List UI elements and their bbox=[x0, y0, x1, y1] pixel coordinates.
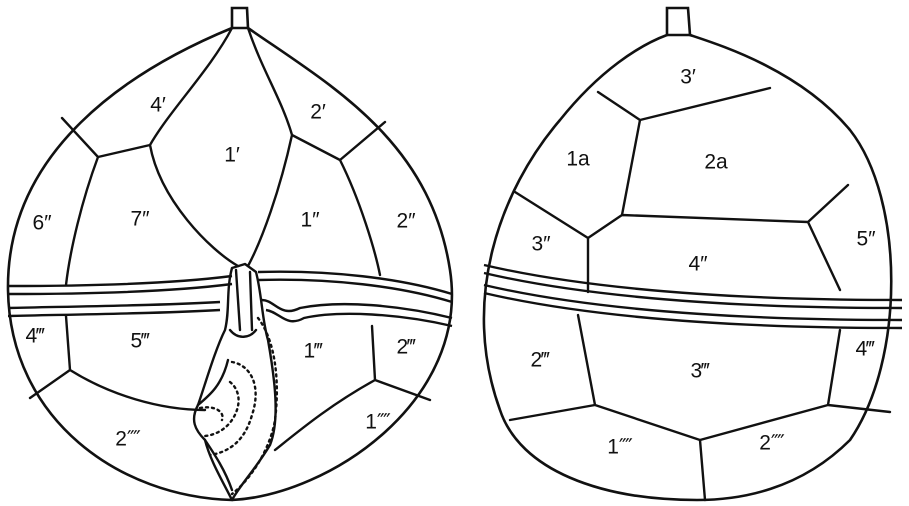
dorsal-label-1a: 1a bbox=[566, 148, 590, 171]
dorsal-label-2pppp: 2⁗ bbox=[759, 432, 785, 455]
ventral-label-2prime: 2′ bbox=[310, 101, 326, 124]
ventral-view: 4′ 2′ 1′ 6″ 7″ 1″ 2″ 4‴ 5‴ 1‴ 2‴ 2⁗ 1⁗ bbox=[8, 8, 452, 500]
dorsal-label-3pp: 3″ bbox=[531, 233, 551, 256]
dorsal-label-1pppp: 1⁗ bbox=[607, 436, 633, 459]
dorsal-label-3prime: 3′ bbox=[680, 66, 696, 89]
dorsal-label-3ppp: 3‴ bbox=[690, 360, 710, 383]
dorsal-label-4pp: 4″ bbox=[688, 253, 708, 276]
ventral-label-1ppp: 1‴ bbox=[303, 340, 323, 363]
dorsal-label-2a: 2a bbox=[704, 151, 728, 174]
ventral-label-5ppp: 5‴ bbox=[130, 330, 150, 353]
ventral-label-1prime: 1′ bbox=[224, 144, 240, 167]
dorsal-label-4ppp: 4‴ bbox=[855, 338, 875, 361]
ventral-label-1pppp: 1⁗ bbox=[365, 411, 391, 434]
ventral-label-7pp: 7″ bbox=[130, 208, 150, 231]
ventral-label-2ppp: 2‴ bbox=[396, 336, 416, 359]
ventral-label-1pp: 1″ bbox=[300, 209, 320, 232]
ventral-label-4prime: 4′ bbox=[150, 94, 166, 117]
ventral-label-2pp: 2″ bbox=[396, 210, 416, 233]
ventral-label-4ppp: 4‴ bbox=[25, 325, 45, 348]
ventral-label-6pp: 6″ bbox=[32, 212, 52, 235]
dorsal-label-2ppp: 2‴ bbox=[530, 349, 550, 372]
dorsal-view: 3′ 1a 2a 3″ 4″ 5″ 2‴ 3‴ 4‴ 1⁗ 2⁗ bbox=[484, 8, 902, 500]
dorsal-label-5pp: 5″ bbox=[856, 228, 876, 251]
ventral-label-2pppp: 2⁗ bbox=[115, 428, 141, 451]
